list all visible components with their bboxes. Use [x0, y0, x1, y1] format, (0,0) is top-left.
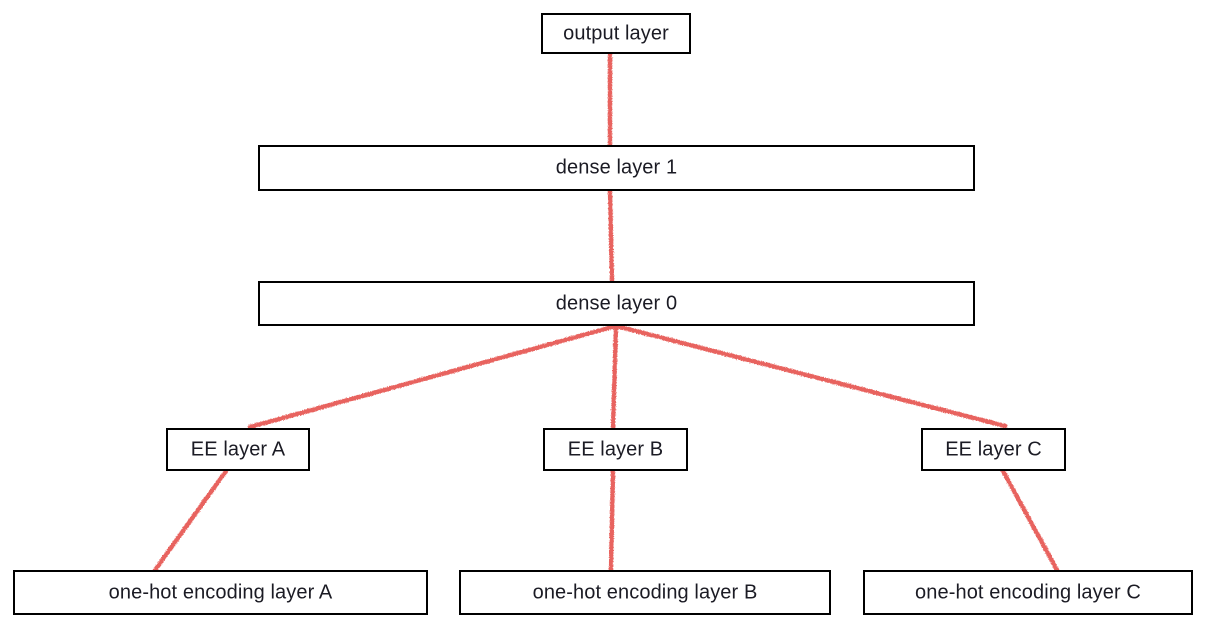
node-dense1[interactable]: dense layer 1: [258, 145, 975, 191]
node-eeC[interactable]: EE layer C: [921, 428, 1066, 471]
edge-eeB-to-dense0: [610, 323, 619, 431]
node-label-oheB: one-hot encoding layer B: [532, 581, 758, 603]
node-eeA[interactable]: EE layer A: [166, 428, 310, 471]
edge-oheA-to-eeA: [152, 468, 229, 573]
edge-oheC-to-eeC: [1000, 468, 1060, 573]
node-dense0[interactable]: dense layer 0: [258, 281, 975, 326]
edge-eeC-to-dense0: [613, 323, 1008, 429]
node-oheB[interactable]: one-hot encoding layer B: [459, 570, 831, 615]
node-oheC[interactable]: one-hot encoding layer C: [863, 570, 1193, 615]
node-eeB[interactable]: EE layer B: [543, 428, 688, 471]
node-label-eeC: EE layer C: [945, 438, 1042, 460]
node-label-dense0: dense layer 0: [555, 292, 678, 314]
node-label-oheC: one-hot encoding layer C: [915, 581, 1141, 603]
node-label-oheA: one-hot encoding layer A: [108, 581, 333, 603]
node-output[interactable]: output layer: [541, 13, 691, 54]
edge-oheB-to-eeB: [608, 468, 616, 573]
node-label-eeB: EE layer B: [567, 438, 664, 460]
edge-eeA-to-dense0: [247, 323, 619, 430]
node-oheA[interactable]: one-hot encoding layer A: [13, 570, 428, 615]
node-label-eeA: EE layer A: [190, 438, 286, 460]
node-label-dense1: dense layer 1: [555, 156, 678, 179]
edge-dense0-to-dense1: [607, 188, 615, 284]
node-label-output: output layer: [563, 22, 669, 44]
